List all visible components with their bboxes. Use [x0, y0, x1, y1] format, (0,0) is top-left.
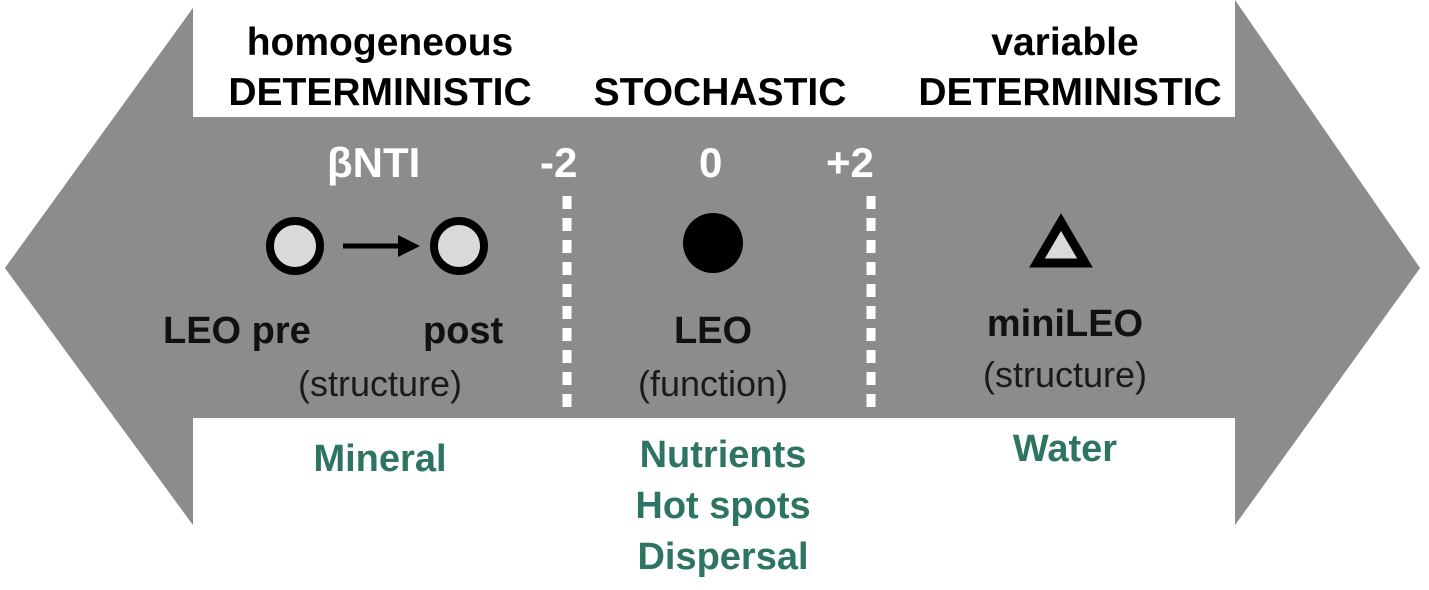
group-right-sub: (structure)	[982, 354, 1148, 395]
driver-right-water: Water	[1012, 428, 1118, 470]
open-circle-icon	[266, 217, 324, 275]
filled-circle-icon	[683, 213, 743, 273]
open-circle-icon	[430, 217, 488, 275]
driver-left-mineral: Mineral	[313, 438, 447, 480]
open-triangle-icon	[1029, 213, 1093, 268]
header-left-line2: DETERMINISTIC	[228, 71, 532, 114]
scale-tick-plus2: +2	[826, 139, 874, 186]
group-left-sub: (structure)	[297, 363, 463, 404]
header-middle: STOCHASTIC	[593, 71, 847, 114]
drivers-band	[193, 418, 1235, 590]
group-left-label-post: post	[423, 310, 504, 352]
header-right-line2: DETERMINISTIC	[918, 71, 1222, 114]
driver-middle-dispersal: Dispersal	[637, 536, 809, 578]
driver-middle-nutrients: Nutrients	[639, 434, 807, 476]
group-right-label: miniLEO	[986, 303, 1144, 345]
scale-tick-minus2: -2	[540, 139, 578, 186]
header-left-line1: homogeneous	[246, 21, 514, 64]
scale-label: βNTI	[327, 139, 421, 186]
group-middle-sub: (function)	[637, 363, 789, 404]
header-right-line1: variable	[991, 21, 1139, 64]
arrow-right-icon-head	[398, 235, 420, 257]
group-left-label-pre: LEO pre	[163, 310, 311, 352]
header-band	[193, 0, 1235, 117]
scale-tick-zero: 0	[699, 139, 723, 186]
driver-middle-hotspots: Hot spots	[635, 485, 811, 527]
group-middle-label: LEO	[673, 310, 753, 352]
